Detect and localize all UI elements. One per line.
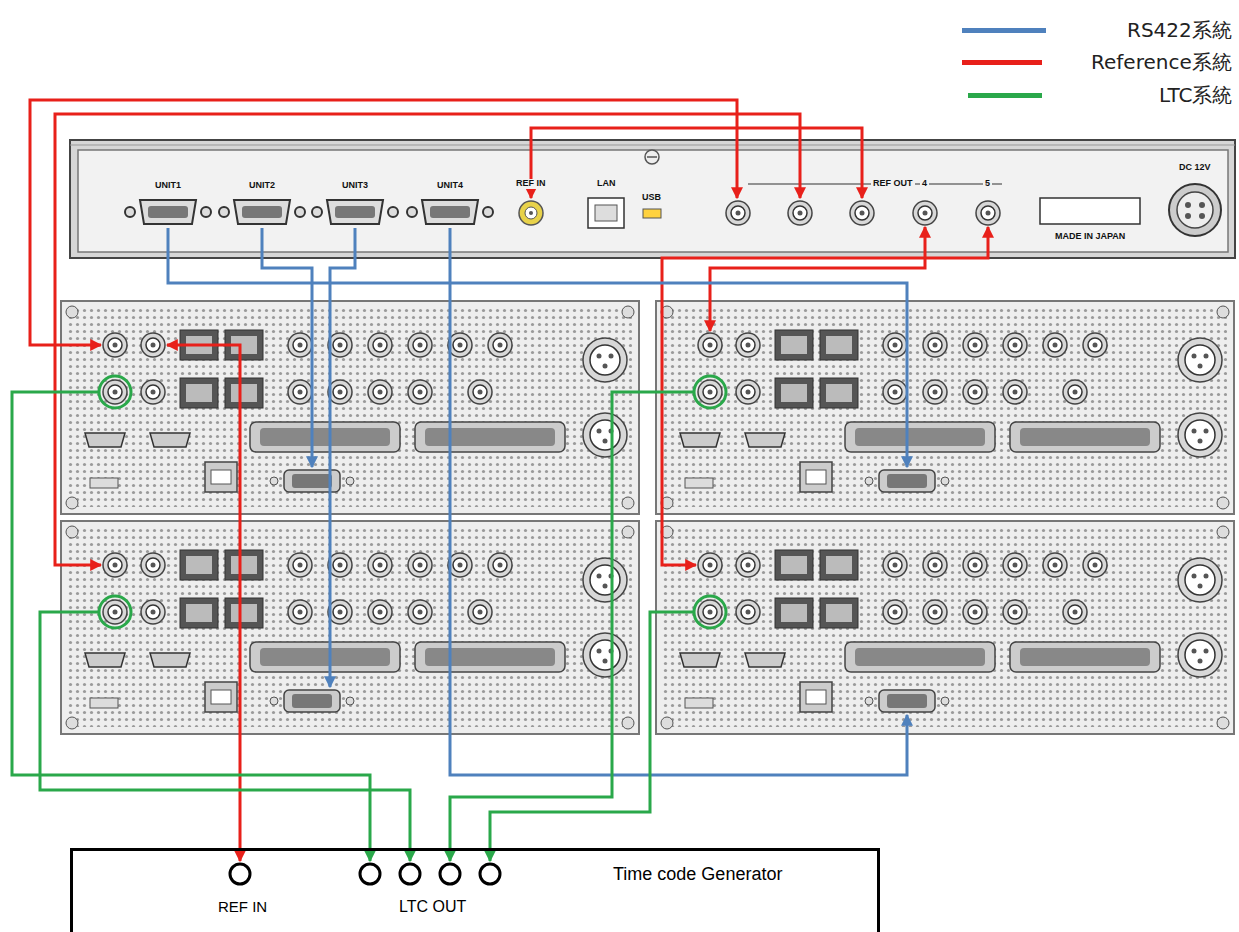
ltc-highlight [99,376,726,628]
legend-swatch [968,93,1042,98]
rs422-wire [168,228,907,775]
label-plate [1040,198,1140,224]
generator-jack [230,864,500,884]
ref-out-bnc [726,201,1000,225]
port-label: UNIT1 [153,181,183,191]
port-label: REF IN [514,179,548,189]
legend-swatch [962,28,1046,33]
dc-jack [1169,184,1221,236]
port-label: UNIT3 [340,181,370,191]
port-label: USB [640,193,663,203]
port-label: LAN [595,179,618,189]
controller-panel [70,140,1235,258]
port-label: REF OUT [871,179,915,189]
dsub9-port [125,200,493,224]
lan-port [588,198,624,228]
legend-text: RS422系統 [1127,19,1232,41]
jack-label: REF IN [218,899,267,916]
legend-swatch [962,60,1042,65]
port-label: 4 [920,179,929,189]
generator-box: Time code GeneratorREF IN LTC OUT [70,848,880,932]
legend-text: Reference系統 [1091,51,1232,73]
ltc-wire [12,392,694,861]
port-label: MADE IN JAPAN [1053,232,1127,242]
generator-title: Time code Generator [613,865,782,885]
recorder-unit [61,301,1234,734]
port-label: UNIT4 [435,181,465,191]
port-label: UNIT2 [247,181,277,191]
usb-port [643,209,661,218]
reference-wire [30,100,988,861]
port-label: 5 [983,179,992,189]
legend-text: LTC系統 [1159,84,1232,106]
port-label: DC 12V [1177,163,1213,173]
jack-label: LTC OUT [399,898,466,916]
ref-in-bnc [519,201,543,225]
